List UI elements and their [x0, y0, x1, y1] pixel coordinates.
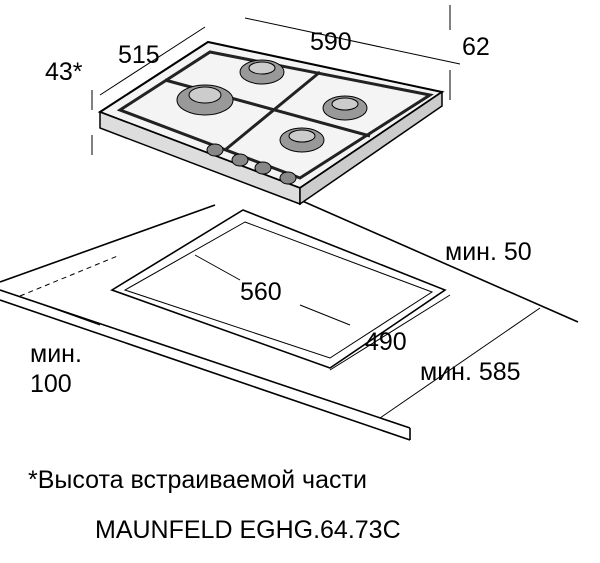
dim-depth-label: 515: [118, 41, 160, 69]
model-name: MAUNFELD EGHG.64.73C: [95, 516, 401, 544]
dim-built-in-height-label: 43*: [45, 58, 83, 86]
dim-min-depth-label: мин. 585: [420, 358, 521, 386]
dim-height-label: 62: [462, 33, 490, 61]
dim-cutout-width-label: 560: [240, 278, 282, 306]
control-knobs: [206, 143, 297, 185]
burners: [176, 59, 368, 153]
dim-min-side-label: мин.: [30, 340, 82, 368]
dim-min-back-label: мин. 50: [445, 238, 532, 266]
dimension-lines: [29, 5, 541, 419]
hob: [97, 40, 445, 206]
footnote: *Высота встраиваемой части: [28, 466, 367, 494]
dim-width-label: 590: [310, 28, 352, 56]
countertop: [0, 199, 579, 441]
cutout: [110, 209, 447, 369]
dim-min-side-value: 100: [30, 370, 72, 398]
dim-cutout-depth-label: 490: [365, 328, 407, 356]
